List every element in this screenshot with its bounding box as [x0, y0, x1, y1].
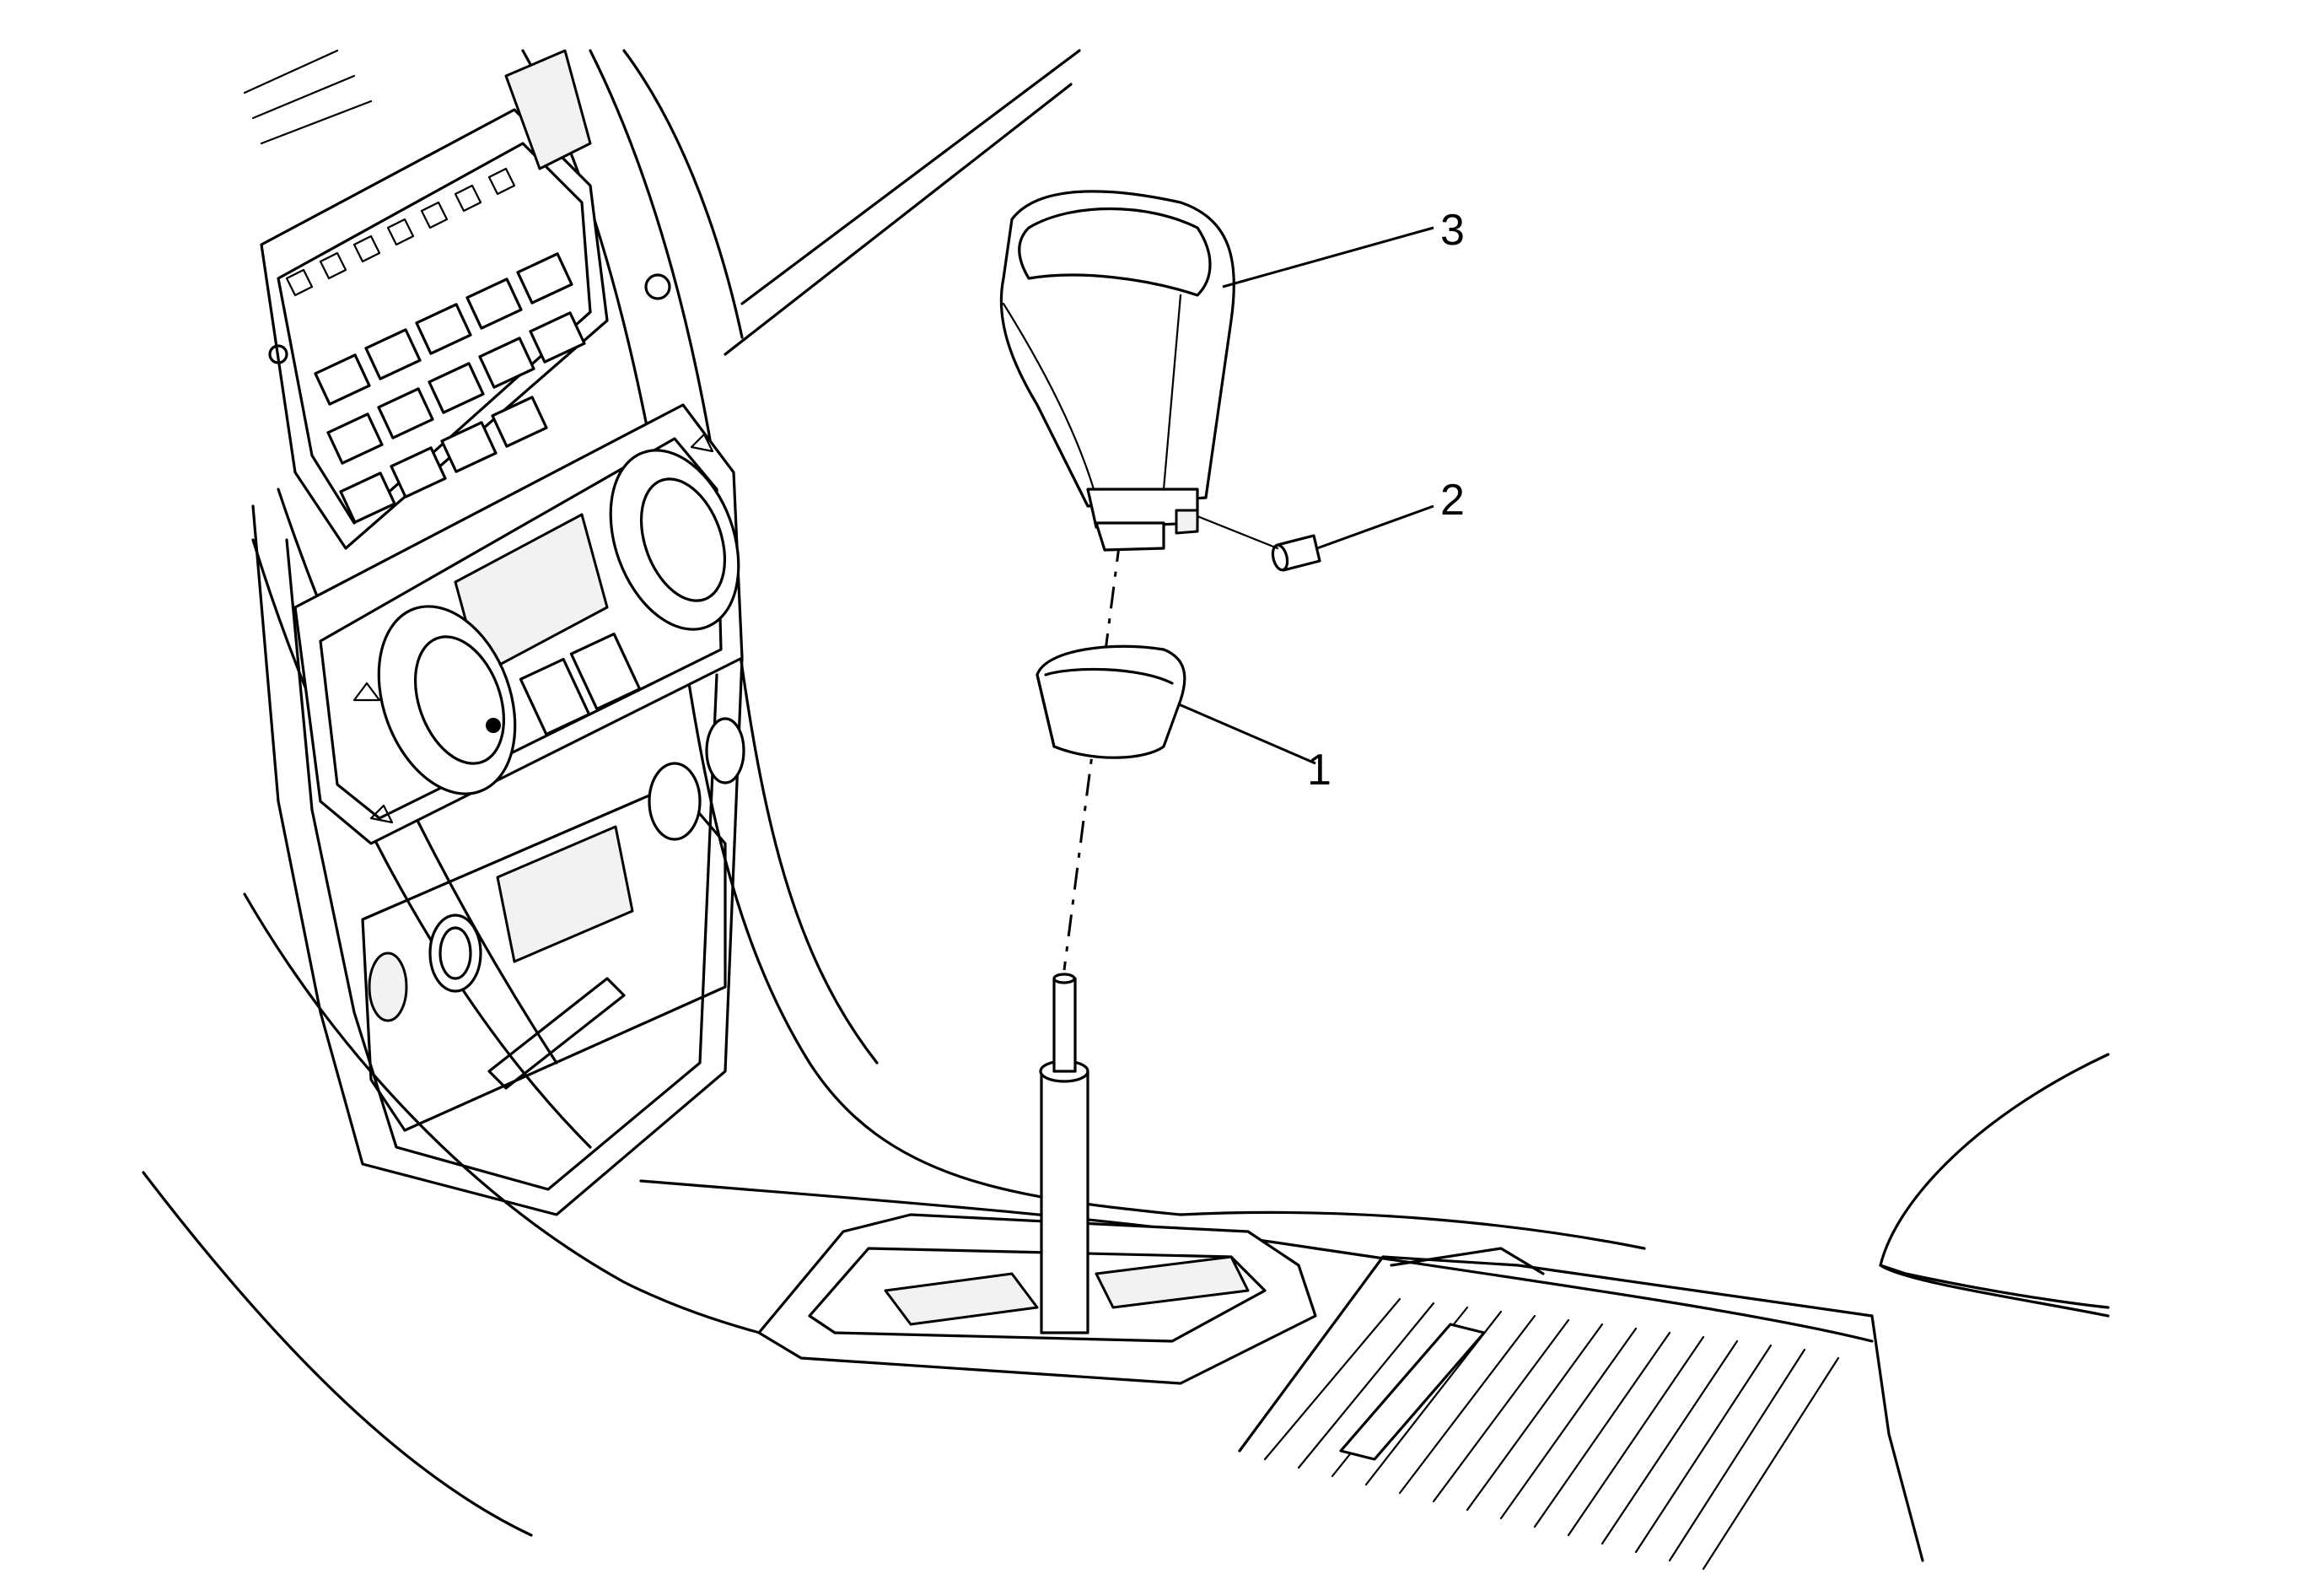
- set-screw-icon: [1196, 515, 1321, 572]
- radio-button-grid: [314, 252, 586, 524]
- callout-3: 3: [1440, 206, 1465, 255]
- shift-knob-icon: [999, 190, 1235, 552]
- leader-line-2: [1316, 504, 1434, 550]
- leader-line-3: [1222, 226, 1434, 288]
- boot-retainer-icon: [1036, 644, 1186, 759]
- leader-line-1: [1178, 703, 1316, 765]
- callout-1: 1: [1307, 746, 1331, 795]
- climate-control-icon: [293, 403, 744, 845]
- callout-2: 2: [1440, 476, 1465, 525]
- storage-tambour-icon: [1238, 1053, 2110, 1571]
- radio-panel-icon: [260, 49, 671, 550]
- center-console-icon: [142, 49, 1182, 1537]
- shift-lever-icon: [639, 973, 1874, 1385]
